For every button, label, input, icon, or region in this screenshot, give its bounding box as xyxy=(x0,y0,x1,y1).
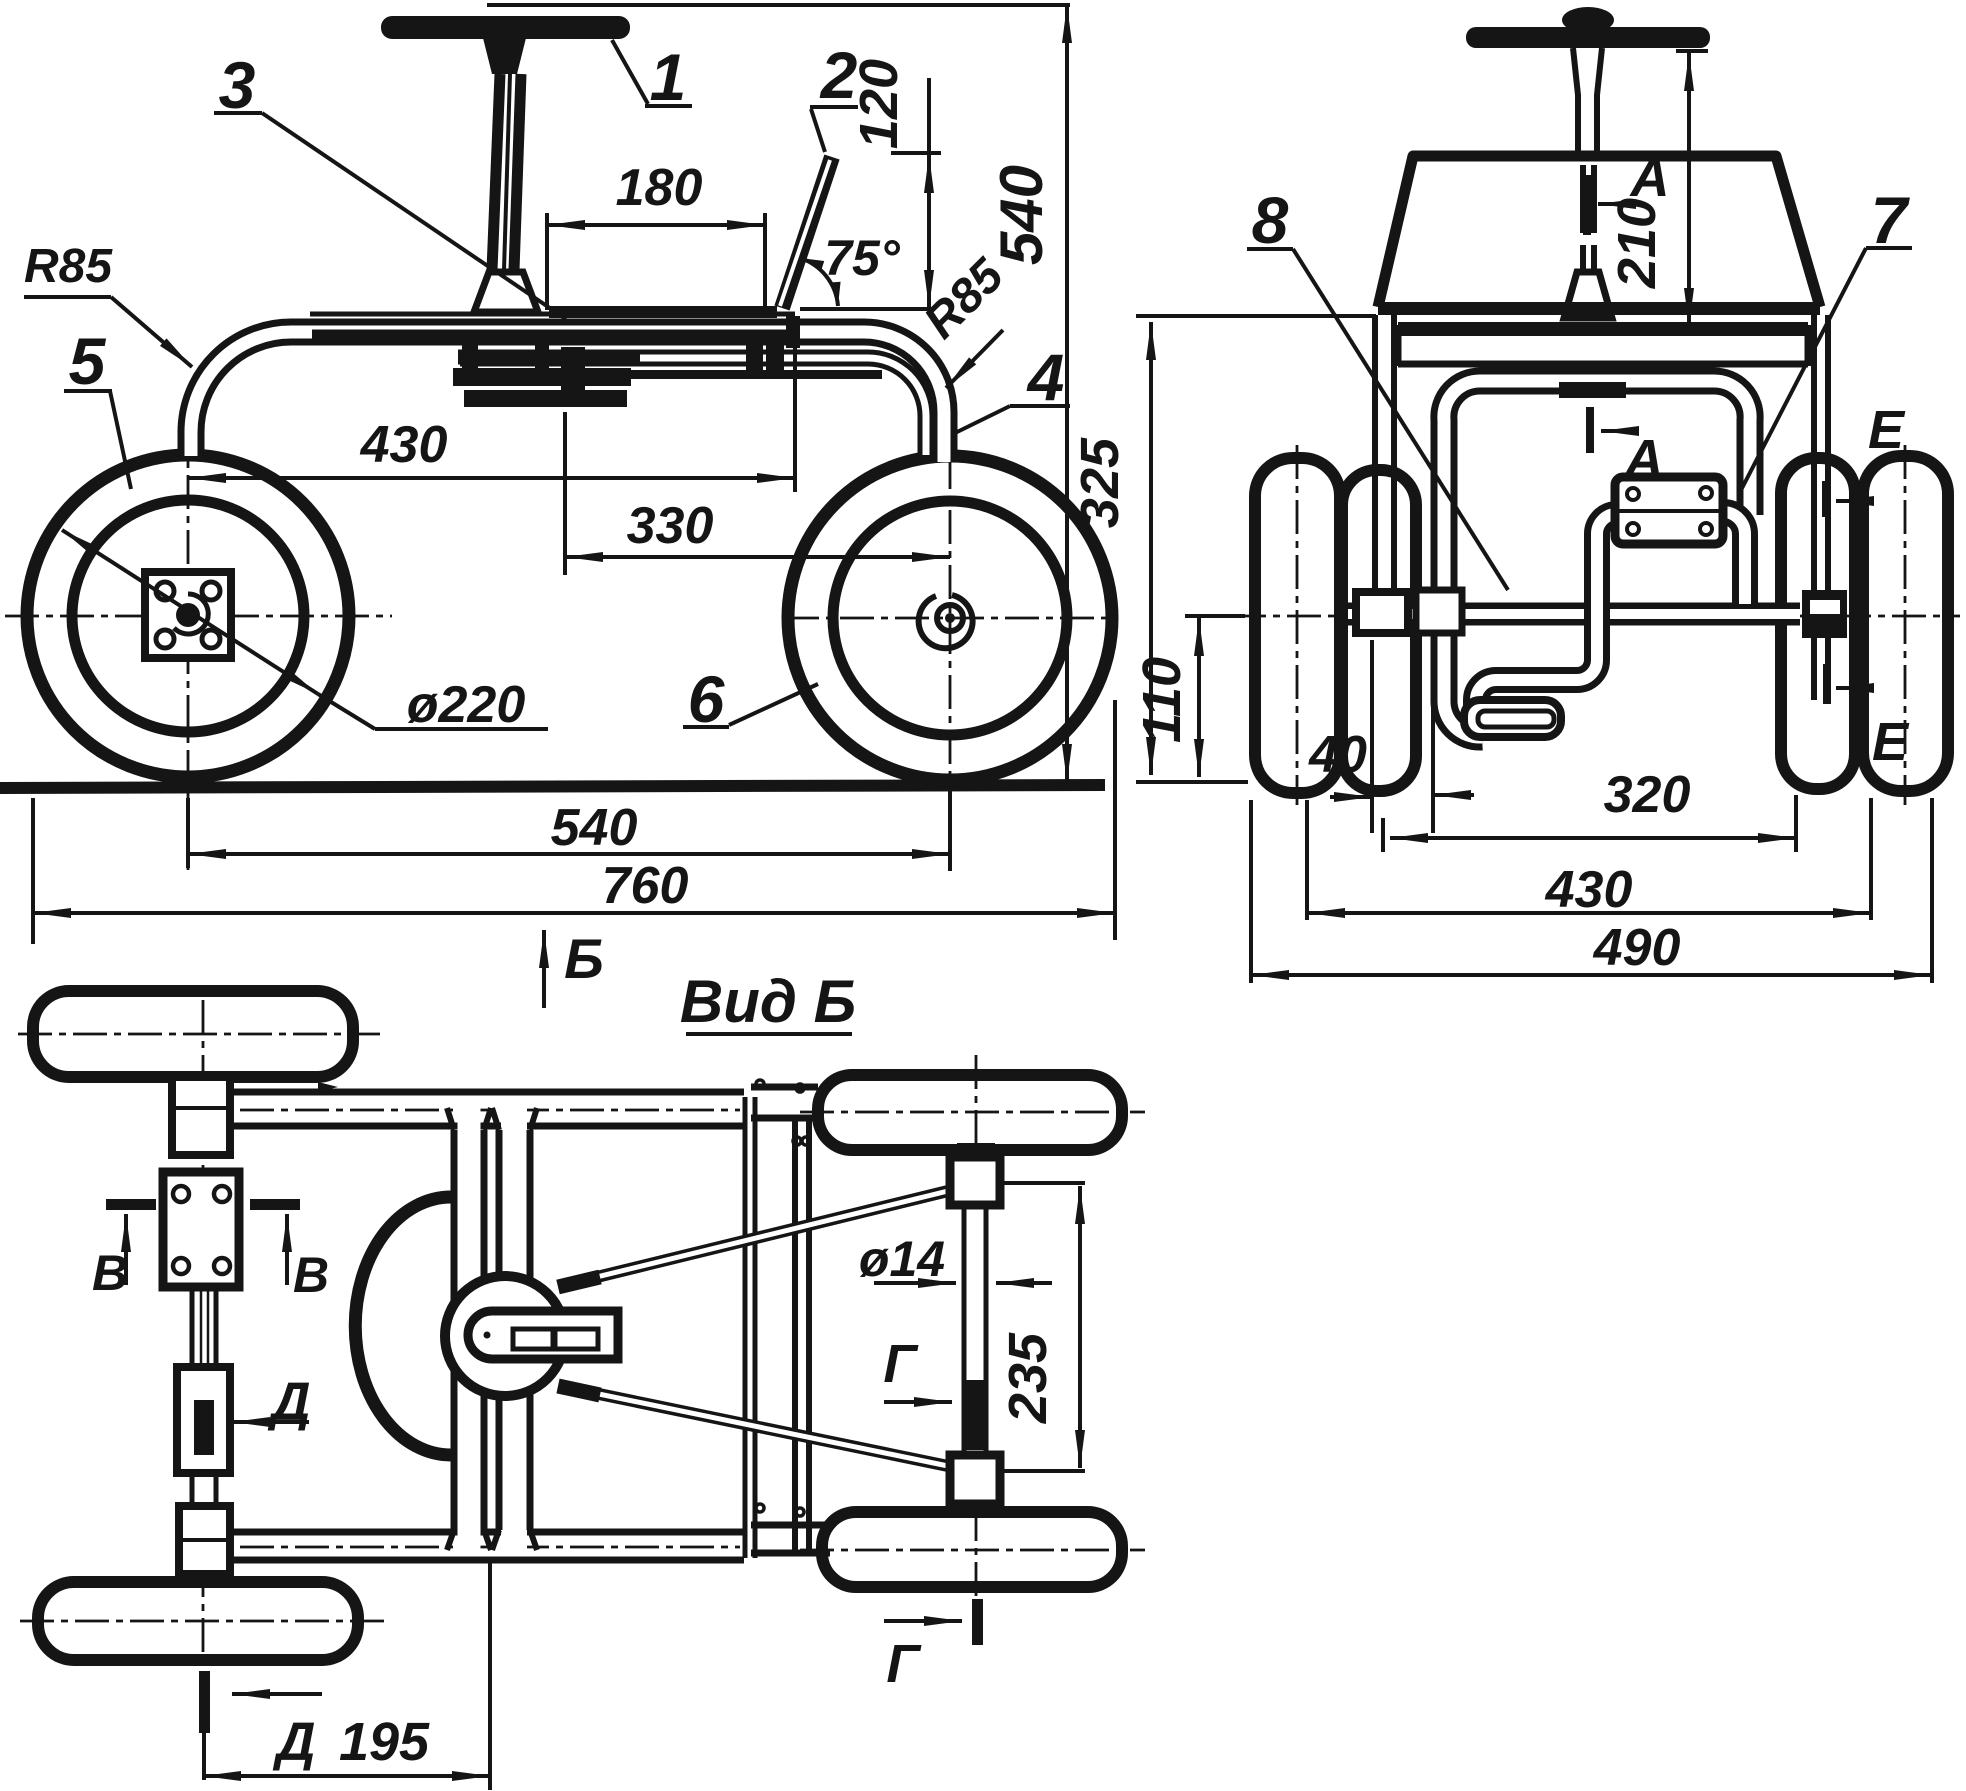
svg-text:320: 320 xyxy=(1604,766,1691,824)
svg-text:3: 3 xyxy=(219,48,256,122)
svg-text:430: 430 xyxy=(1545,861,1633,919)
svg-text:Г: Г xyxy=(886,1634,922,1694)
svg-text:110: 110 xyxy=(1132,657,1192,743)
svg-text:210: 210 xyxy=(1607,198,1667,289)
svg-text:195: 195 xyxy=(339,1712,430,1772)
svg-text:180: 180 xyxy=(616,159,703,217)
svg-text:490: 490 xyxy=(1593,919,1681,977)
svg-text:E: E xyxy=(1872,712,1910,772)
svg-text:7: 7 xyxy=(1871,183,1911,257)
svg-text:540: 540 xyxy=(988,165,1055,265)
svg-text:2: 2 xyxy=(819,38,858,112)
svg-text:235: 235 xyxy=(998,1332,1058,1424)
svg-text:Г: Г xyxy=(883,1334,919,1394)
svg-text:B: B xyxy=(92,1245,128,1301)
svg-text:ø14: ø14 xyxy=(859,1231,945,1287)
svg-text:А: А xyxy=(1629,148,1670,208)
svg-text:E: E xyxy=(1868,400,1906,460)
svg-text:Д: Д xyxy=(273,1712,316,1772)
svg-text:75°: 75° xyxy=(824,230,901,286)
svg-text:120: 120 xyxy=(849,59,909,149)
svg-text:6: 6 xyxy=(688,662,726,736)
svg-text:330: 330 xyxy=(627,497,714,555)
svg-text:40: 40 xyxy=(1308,726,1367,784)
svg-text:А: А xyxy=(1623,429,1664,489)
svg-text:540: 540 xyxy=(551,799,638,857)
svg-text:325: 325 xyxy=(1070,437,1130,528)
svg-text:4: 4 xyxy=(1026,340,1065,414)
svg-text:8: 8 xyxy=(1252,183,1289,257)
svg-text:1: 1 xyxy=(650,40,687,114)
svg-text:B: B xyxy=(293,1247,329,1303)
svg-text:R85: R85 xyxy=(24,240,113,293)
svg-text:Б: Б xyxy=(564,927,604,990)
svg-text:430: 430 xyxy=(360,416,448,474)
svg-text:760: 760 xyxy=(602,857,689,915)
svg-text:ø220: ø220 xyxy=(407,676,526,734)
svg-text:Вид Б: Вид Б xyxy=(680,968,856,1035)
svg-text:5: 5 xyxy=(69,324,107,398)
